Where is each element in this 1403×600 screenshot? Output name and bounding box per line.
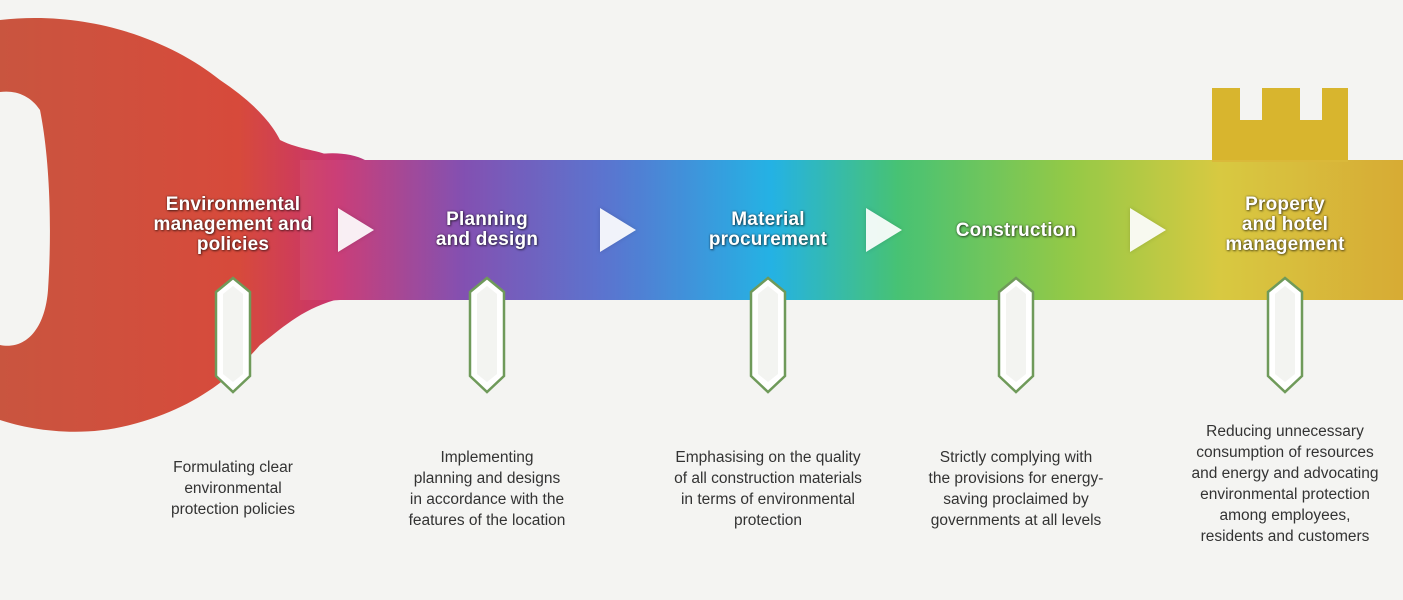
stage-title-line: Environmental <box>165 194 301 215</box>
stage-description: Emphasising on the quality of all constru… <box>653 447 883 531</box>
down-tag-icon <box>997 276 1035 394</box>
play-arrow-icon <box>338 208 374 252</box>
down-tag-icon <box>468 276 506 394</box>
stage-description-line: protection policies <box>170 501 296 518</box>
stage-description-line: features of the location <box>408 512 566 529</box>
stage-description-line: of all construction materials <box>674 470 862 487</box>
stage-title: Construction <box>956 221 1077 241</box>
stage-description-line: in terms of environmental <box>680 491 856 508</box>
stage-description-line: saving proclaimed by <box>943 491 1089 508</box>
stage-title-line: and design <box>435 229 539 250</box>
stage-description-line: Strictly complying with <box>939 449 1093 466</box>
stage-title-line: Material <box>731 209 805 230</box>
stage-title-line: and hotel <box>1241 214 1329 235</box>
stage-description-line: Formulating clear <box>173 459 293 476</box>
play-arrow-icon <box>600 208 636 252</box>
stage-description-line: governments at all levels <box>930 512 1102 529</box>
stage-description-line: and energy and advocating <box>1191 465 1379 482</box>
stage-description-line: Implementing <box>440 449 534 466</box>
stage-title-line: procurement <box>708 229 828 250</box>
stage-title-line: Planning <box>446 209 528 230</box>
stage-title-line: policies <box>196 234 270 255</box>
stage-description-line: Emphasising on the quality <box>675 449 861 466</box>
stage-title-line: Property <box>1245 194 1325 215</box>
key-shaft <box>300 153 1403 301</box>
play-arrow-icon <box>866 208 902 252</box>
stage-description-line: among employees, <box>1219 507 1351 524</box>
stage-description: Strictly complying with the provisions fo… <box>901 447 1131 531</box>
down-tag-icon <box>749 276 787 394</box>
key-bit <box>1212 88 1348 162</box>
stage-description-line: residents and customers <box>1200 528 1370 545</box>
play-arrow-icon <box>1130 208 1166 252</box>
stage-description-line: consumption of resources <box>1196 444 1374 461</box>
stage-description-line: Reducing unnecessary <box>1206 423 1364 440</box>
stage-description-line: environmental <box>184 480 282 497</box>
stage-description: Formulating clear environmental protection… <box>118 457 348 520</box>
stage-description-line: protection <box>733 512 803 529</box>
stage-description-line: the provisions for energy- <box>928 470 1104 487</box>
stage-title-line: management <box>1225 234 1345 255</box>
down-tag-icon <box>1266 276 1304 394</box>
down-tag-icon <box>214 276 252 394</box>
stage-description: Reducing unnecessary consumption of resou… <box>1170 421 1400 547</box>
stage-description-line: in accordance with the <box>409 491 565 508</box>
stage-description-line: planning and designs <box>413 470 561 487</box>
stage-title-line: management and <box>153 214 313 235</box>
stage-title-line: Construction <box>955 220 1077 241</box>
stage-description-line: environmental protection <box>1200 486 1370 503</box>
stage-description: Implementing planning and designs in accor… <box>372 447 602 531</box>
